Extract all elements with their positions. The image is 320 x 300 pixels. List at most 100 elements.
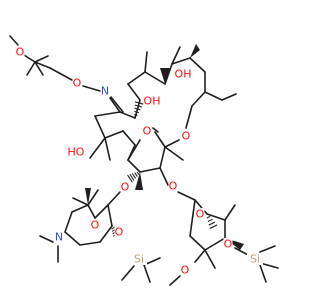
bond-line (94, 115, 106, 139)
bond-line (94, 204, 109, 219)
bond-line (107, 204, 113, 227)
atom-label-background (142, 125, 152, 137)
bond-line (39, 235, 54, 243)
atom-label-si-cladinose: Si (250, 253, 260, 266)
bond-line (189, 57, 206, 73)
bond-line (159, 167, 169, 186)
atom-label-o-ring-ester: O (182, 130, 191, 143)
bond-line (79, 241, 101, 246)
atom-label-oh-c11: OH (144, 95, 161, 108)
bond-line (127, 139, 141, 161)
bond-line (154, 131, 166, 148)
atom-label-o-glyco-desosamine: O (121, 181, 130, 194)
bond-line (159, 146, 166, 169)
bond-line (34, 61, 51, 69)
bond-line (224, 204, 236, 221)
bond-line (143, 264, 151, 283)
bond-line (64, 211, 73, 233)
atom-label-o-tms-cladinose: O (224, 238, 233, 251)
bond-line (99, 225, 113, 243)
bond-line (94, 111, 121, 117)
atom-label-background (247, 253, 263, 265)
atom-label-background (195, 208, 205, 220)
hashed-bond (134, 172, 138, 177)
bond-line (185, 105, 193, 129)
atom-label-background (131, 253, 147, 265)
atom-label-background (114, 226, 124, 238)
bond-line (72, 197, 89, 206)
atom-label-o-carbonyl: O (143, 125, 152, 138)
atom-label-o-glyco-cladinose: O (169, 180, 178, 193)
double-bond-line (152, 127, 159, 133)
bond-line (122, 130, 136, 146)
atom-label-background (90, 219, 100, 231)
bond-line (104, 130, 124, 139)
hashed-bond (136, 171, 140, 176)
bond-line (87, 204, 96, 219)
bond-line (194, 249, 206, 263)
bond-line (107, 191, 121, 206)
bond-line (169, 275, 181, 286)
bond-line (189, 199, 196, 237)
bond-line (71, 204, 89, 213)
atom-label-n-dimethylamino: N (55, 231, 63, 244)
double-bond-line (110, 96, 124, 113)
hashed-bond (207, 218, 213, 223)
bond-line (89, 137, 106, 159)
atom-label-background (180, 264, 190, 276)
bond-line (191, 91, 206, 107)
hashed-bond (134, 110, 140, 114)
hashed-bond (209, 224, 218, 230)
hashed-bond (206, 215, 211, 219)
wedge-bond (135, 172, 143, 190)
atom-label-o-methoxy-cladinose: O (181, 264, 190, 277)
atom-label-background (181, 130, 191, 142)
atom-label-background (175, 68, 191, 80)
atom-label-oh-c12: OH (175, 68, 192, 81)
atom-label-background (120, 181, 130, 193)
hashed-bond (127, 174, 133, 183)
bond-line (87, 189, 99, 206)
atom-label-si-desosamine: Si (134, 253, 144, 266)
bond-line (127, 71, 146, 85)
bond-line (104, 137, 111, 161)
bond-line (34, 55, 49, 63)
wedge-bond (190, 44, 200, 58)
atom-label-o-oxime: O (73, 77, 82, 90)
atom-label-n-oxime: N (101, 85, 109, 98)
bond-line (206, 213, 226, 221)
bond-line (204, 91, 223, 101)
bond-line (189, 235, 206, 251)
bond-line (171, 57, 191, 65)
bond-line (64, 231, 81, 246)
atom-label-background (68, 146, 84, 158)
bond-line (164, 63, 173, 85)
atom-label-o-ring-desosamine: O (91, 219, 100, 232)
hashed-bond (208, 221, 216, 226)
hashed-bond (134, 101, 144, 105)
wedge-bond (160, 68, 170, 84)
bond-line (23, 54, 36, 63)
atom-label-oh-c6: HO (68, 146, 85, 159)
atom-label-background (15, 46, 25, 58)
atom-label-o-ring-cladinose: O (196, 208, 205, 221)
bond-line (26, 61, 36, 76)
atom-label-background (54, 231, 64, 243)
bond-line (164, 146, 184, 161)
hashed-bond (134, 107, 141, 111)
bond-line (49, 67, 73, 81)
bond-line (164, 139, 180, 148)
bond-line (144, 51, 148, 73)
bond-line (259, 264, 267, 283)
bond-line (9, 35, 19, 46)
bond-line (177, 191, 196, 201)
hashed-bond (131, 173, 137, 179)
bond-line (139, 167, 161, 173)
hashed-bond (134, 114, 138, 116)
bond-line (259, 245, 276, 253)
bond-line (121, 265, 135, 281)
bond-line (127, 159, 141, 173)
bond-line (34, 61, 44, 76)
